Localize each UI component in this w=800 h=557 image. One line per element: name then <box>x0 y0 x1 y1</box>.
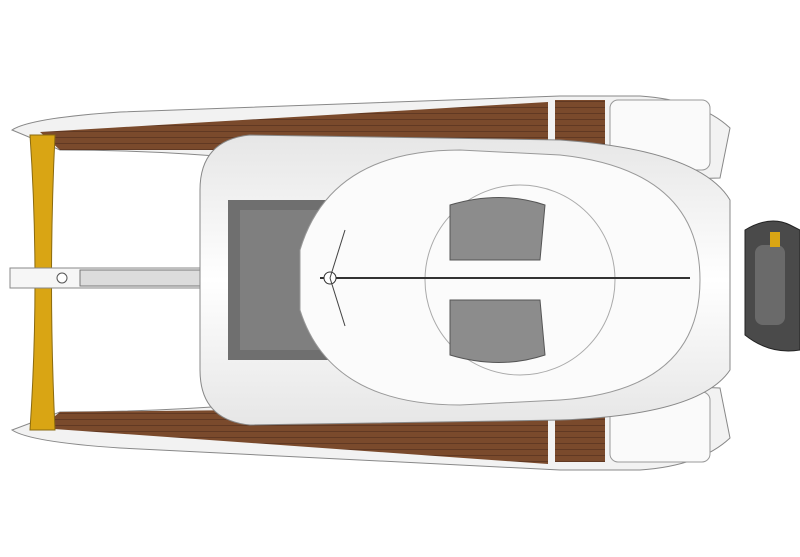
window-bottom <box>449 299 546 363</box>
tender <box>744 220 800 352</box>
starboard-teak-deck <box>40 410 548 464</box>
window-top <box>449 197 546 261</box>
helm-dome <box>424 184 616 376</box>
anchor-windlass-icon <box>56 272 68 284</box>
